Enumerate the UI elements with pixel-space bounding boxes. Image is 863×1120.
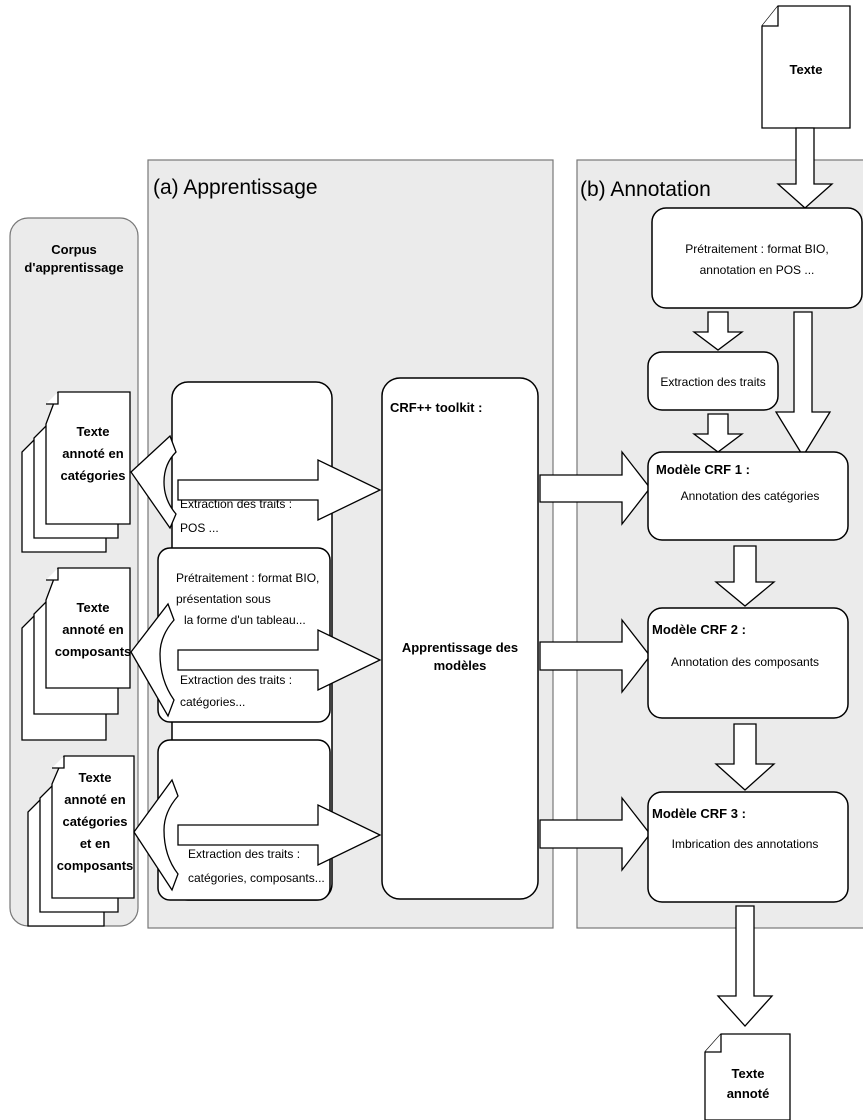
crf-model-3 (647, 791, 849, 903)
input-document: Texte (761, 5, 851, 129)
to-model-arrow (539, 618, 651, 694)
branch-arrow (130, 434, 177, 530)
flow-arrow (692, 413, 744, 453)
doc-label: annoté en (62, 446, 123, 461)
doc-label: et en (80, 836, 110, 851)
doc-label: annoté en (64, 792, 125, 807)
toolkit-body: modèles (434, 658, 487, 673)
output-document: Texte annoté (704, 1033, 791, 1120)
learning-feat2-line: catégories... (180, 695, 245, 709)
annotation-preprocess-box (651, 207, 863, 309)
model1-desc: Annotation des catégories (681, 489, 820, 503)
model2-title: Modèle CRF 2 : (652, 622, 746, 637)
output-arrow (716, 905, 774, 1027)
learning-preproc-line: présentation sous (176, 592, 271, 606)
model3-title: Modèle CRF 3 : (652, 806, 746, 821)
learning-feat1-line: POS ... (180, 521, 219, 535)
output-doc-label: annoté (727, 1086, 770, 1101)
crf-model-1 (647, 451, 849, 541)
doc-label: composants (55, 644, 132, 659)
output-doc-label: Texte (732, 1066, 765, 1081)
toolkit-body: Apprentissage des (402, 640, 518, 655)
doc-label: catégories (60, 468, 125, 483)
annotation-preproc-line: Prétraitement : format BIO, (685, 242, 828, 256)
annotation-extraction-label: Extraction des traits (660, 375, 765, 389)
doc-label: Texte (77, 600, 110, 615)
corpus-title: d'apprentissage (24, 260, 123, 275)
doc-label: composants (57, 858, 134, 873)
doc-label: Texte (79, 770, 112, 785)
corpus-doc-both: Texte annoté en catégories et en composa… (27, 755, 135, 927)
corpus-doc-components: Texte annoté en composants (21, 567, 132, 741)
corpus-doc-categories: Texte annoté en catégories (21, 391, 131, 553)
input-arrow (776, 127, 834, 209)
learning-feat2-line: Extraction des traits : (180, 673, 292, 687)
to-model-arrow (539, 450, 651, 526)
learning-feat3-line: Extraction des traits : (188, 847, 300, 861)
doc-label: catégories (62, 814, 127, 829)
doc-label: annoté en (62, 622, 123, 637)
to-toolkit-arrow (177, 458, 382, 522)
toolkit-title: CRF++ toolkit : (390, 400, 482, 415)
model2-desc: Annotation des composants (671, 655, 819, 669)
corpus-title: Corpus (51, 242, 97, 257)
model3-desc: Imbrication des annotations (672, 837, 819, 851)
learning-preproc-line: la forme d'un tableau... (184, 613, 306, 627)
flow-arrow (692, 311, 744, 351)
branch-arrow (130, 602, 175, 718)
doc-label: Texte (77, 424, 110, 439)
branch-arrow (133, 778, 179, 892)
to-toolkit-arrow (177, 628, 382, 692)
crf-model-2 (647, 607, 849, 719)
to-model-arrow (539, 796, 651, 872)
model1-title: Modèle CRF 1 : (656, 462, 750, 477)
learning-feat3-line: catégories, composants... (188, 871, 325, 885)
to-toolkit-arrow (177, 803, 382, 867)
annotation-panel-title: (b) Annotation (580, 178, 711, 201)
input-doc-label: Texte (790, 62, 823, 77)
annotation-preproc-line: annotation en POS ... (700, 263, 815, 277)
learning-panel-title: (a) Apprentissage (153, 176, 318, 199)
crf-toolkit-box (381, 377, 539, 900)
flow-arrow (714, 545, 776, 607)
annotation-extraction-box (647, 351, 779, 411)
learning-preproc-line: Prétraitement : format BIO, (176, 571, 319, 585)
flow-arrow (774, 311, 832, 458)
flow-arrow (714, 723, 776, 791)
